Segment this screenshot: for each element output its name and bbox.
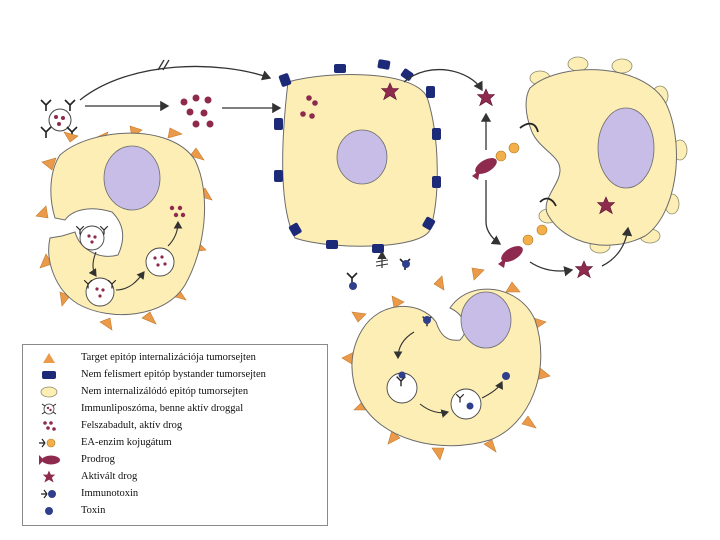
legend-row-immunotoxin: Immunotoxin (23, 487, 323, 501)
prodrug-icon (39, 455, 60, 465)
yellow-blob-icon (40, 386, 58, 398)
legend-row-target-epitope: Target epitóp internalizációja tumorsejt… (23, 351, 323, 365)
legend-row-toxin: Toxin (23, 504, 323, 518)
legend-row-released-drug: Felszabadult, aktív drog (23, 419, 323, 433)
endosome-liposome-1 (75, 225, 109, 251)
legend-label: Prodrog (81, 454, 115, 465)
ea-enzyme-conjugate-icon (39, 438, 56, 448)
free-immunoliposome (40, 99, 78, 139)
released-drug-cluster (180, 94, 214, 128)
legend-row-activated-drug: Aktivált drog (23, 470, 323, 484)
activated-drug-star-icon (477, 88, 495, 106)
endosome-released-drug (145, 247, 175, 277)
legend-label: Felszabadult, aktív drog (81, 420, 183, 431)
legend-label: Target epitóp internalizációja tumorsejt… (81, 352, 256, 363)
arrow-to-bystander-blocked (79, 65, 272, 101)
orange-triangle-icon (43, 353, 55, 363)
cytoplasm-released-drug (169, 205, 186, 218)
legend-label: Immunotoxin (81, 488, 139, 499)
enzyme-prodrug-lower (498, 224, 548, 268)
arrow-to-activated-drug (403, 68, 483, 92)
legend-label: Aktivált drog (81, 471, 138, 482)
blocked-mark-icon (157, 59, 170, 71)
activated-drug-star-icon (42, 470, 56, 483)
internalizing-tumor-cell (35, 125, 213, 331)
immunoliposome-icon (41, 403, 57, 415)
legend-row-ea-enzyme: EA-enzim kojugátum (23, 436, 323, 450)
endosome-immunotoxin (386, 371, 418, 404)
endosome-liposome-2 (83, 277, 117, 307)
toxin-icon (45, 507, 53, 515)
legend-label: Immunliposzóma, benne aktív droggal (81, 403, 244, 414)
endosome-toxin (450, 388, 482, 420)
legend-row-immunoliposome: Immunliposzóma, benne aktív droggal (23, 402, 323, 416)
enzyme-prodrug-upper (472, 142, 520, 180)
legend-label: EA-enzim kojugátum (81, 437, 172, 448)
legend-row-prodrug: Prodrog (23, 453, 323, 467)
immunotoxin-tumor-cell (341, 267, 551, 461)
legend-row-non-internalizing: Nem internalizálódó epitóp tumorsejten (23, 385, 323, 399)
bystander-tumor-cell (274, 59, 441, 253)
released-drug-icon (43, 421, 56, 431)
legend-box: Target epitóp internalizációja tumorsejt… (22, 344, 328, 526)
legend-row-bystander-epitope: Nem felismert epitóp bystander tumorsejt… (23, 368, 323, 382)
navy-rectangle-icon (42, 371, 56, 379)
legend-label: Nem felismert epitóp bystander tumorsejt… (81, 369, 266, 380)
free-toxin (502, 372, 510, 380)
legend-label: Nem internalizálódó epitóp tumorsejten (81, 386, 249, 397)
immunotoxin-icon (41, 489, 56, 499)
legend-label: Toxin (81, 505, 106, 516)
non-internalizing-tumor-cell (519, 56, 688, 254)
immunotoxin-blocked-group (346, 250, 411, 290)
